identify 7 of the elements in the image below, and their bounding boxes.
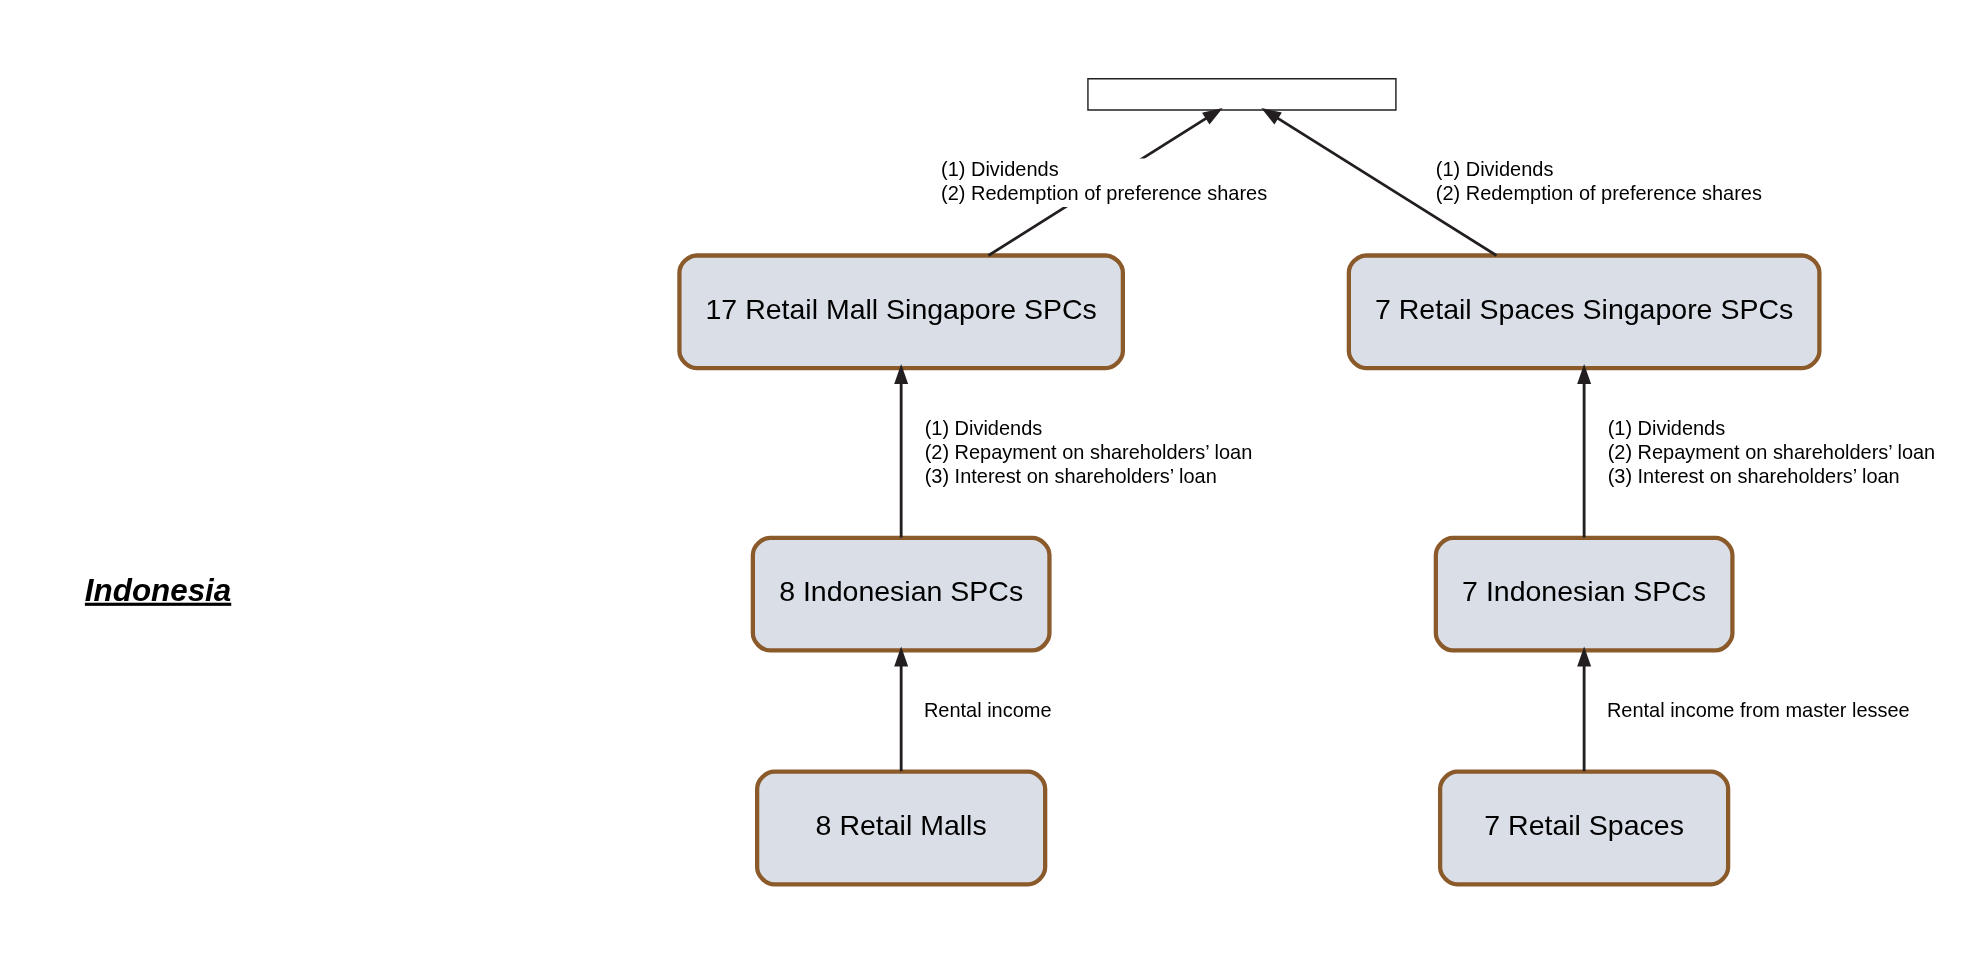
- edge-label: Rental income: [923, 699, 1052, 722]
- edge-label: (1) Dividends (2) Redemption of preference shares: [941, 157, 1268, 205]
- label: Indonesia: [84, 572, 232, 608]
- edge-label: (1) Dividends (2) Repayment on shareholders’ loan (3) Interest on shareholders’ loan: [924, 416, 1253, 488]
- edge-label: Rental income from master lessee: [1606, 699, 1910, 722]
- edge-label: (1) Dividends (2) Redemption of preference shares: [1435, 157, 1762, 205]
- edge-label: (1) Dividends (2) Repayment on shareholders’ loan (3) Interest on shareholders’ loan: [1607, 416, 1936, 488]
